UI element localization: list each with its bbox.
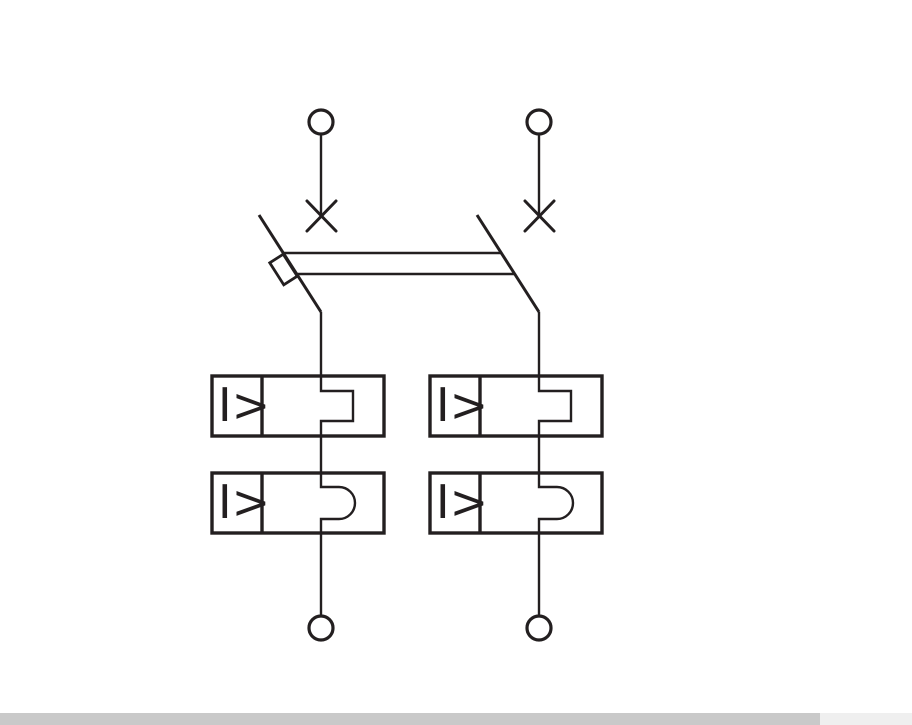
switch-blade-icon [475,214,541,313]
top-terminal-icon [525,108,553,136]
magnetic-release-box [210,471,386,535]
bottom-terminal-icon [307,614,335,642]
pole-conductor-path [537,312,575,616]
thermal-release-unit: I> [428,374,604,438]
mechanical-coupling-bar [283,251,515,276]
bottom-terminal-icon [525,614,553,642]
pole-1: I> I> [210,108,386,642]
top-terminal-icon [307,108,335,136]
pole-conductor-path [319,312,357,616]
magnetic-release-unit: I> [428,471,604,535]
overcurrent-label: I> [218,378,270,432]
overcurrent-label: I> [436,475,488,529]
horizontal-scrollbar-thumb[interactable] [0,713,820,725]
breaker-contact-cross-icon [305,199,338,233]
magnetic-release-unit: I> [210,471,386,535]
actuator-box-icon [267,252,300,287]
thermal-release-box [210,374,386,438]
overcurrent-label: I> [436,378,488,432]
thermal-release-box [428,374,604,438]
pole-2: I> I> [428,108,604,642]
breaker-contact-cross-icon [523,199,556,233]
overcurrent-label: I> [218,475,270,529]
magnetic-release-box [428,471,604,535]
horizontal-scrollbar[interactable] [0,713,912,725]
thermal-release-unit: I> [210,374,386,438]
